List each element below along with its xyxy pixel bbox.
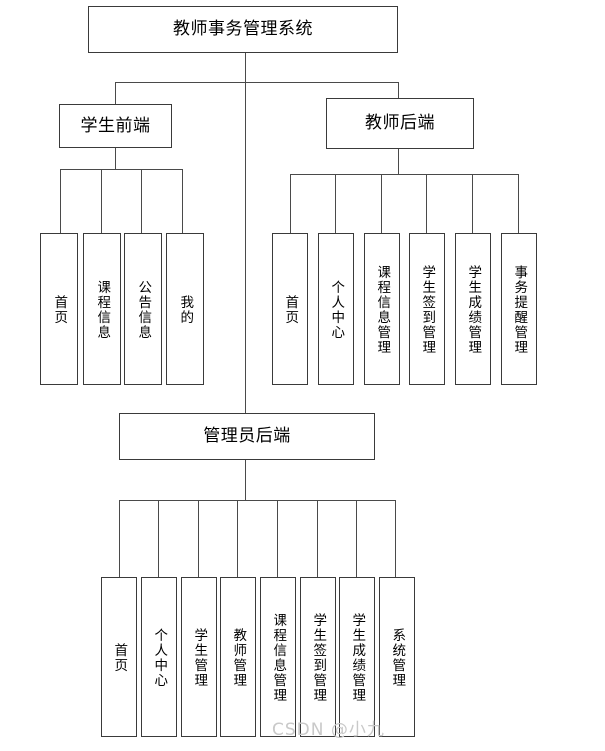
leaf-admin-4[interactable]: 课程信息管理: [260, 577, 296, 737]
connector-teacher-leaf-drop-1: [335, 174, 336, 233]
connector-root-drop: [245, 53, 246, 82]
leaf-admin-3[interactable]: 教师管理: [220, 577, 256, 737]
leaf-teacher-0[interactable]: 首页: [272, 233, 308, 385]
connector-admin-leaf-drop-0: [119, 500, 120, 577]
node-label: 学生签到管理: [419, 265, 436, 355]
node-label: 课程信息: [94, 280, 111, 340]
node-label: 系统管理: [389, 628, 406, 688]
connector-student-drop: [115, 148, 116, 169]
node-root-system[interactable]: 教师事务管理系统: [88, 6, 398, 53]
node-teacher-backend[interactable]: 教师后端: [326, 98, 474, 149]
node-label: 学生成绩管理: [465, 265, 482, 355]
leaf-teacher-2[interactable]: 课程信息管理: [364, 233, 400, 385]
connector-teacher-drop: [398, 149, 399, 174]
node-label: 首页: [51, 295, 68, 325]
node-label: 课程信息管理: [270, 613, 287, 703]
connector-teacher-leaf-drop-5: [518, 174, 519, 233]
connector-teacher-leaf-drop-3: [426, 174, 427, 233]
node-admin-backend[interactable]: 管理员后端: [119, 413, 375, 460]
connector-bus-drop-teacher: [398, 82, 399, 104]
node-label: 首页: [282, 295, 299, 325]
connector-admin-bus: [119, 500, 395, 501]
connector-teacher-bus: [290, 174, 518, 175]
connector-student-leaf-drop-2: [141, 169, 142, 233]
connector-admin-leaf-drop-5: [317, 500, 318, 577]
connector-admin-leaf-drop-1: [158, 500, 159, 577]
connector-admin-leaf-drop-3: [237, 500, 238, 577]
leaf-student-0[interactable]: 首页: [40, 233, 78, 385]
connector-admin-leaf-drop-7: [395, 500, 396, 577]
node-label: 教师后端: [365, 113, 435, 134]
leaf-student-3[interactable]: 我的: [166, 233, 204, 385]
node-label: 学生前端: [80, 115, 151, 136]
connector-student-leaf-drop-3: [182, 169, 183, 233]
node-label: 管理员后端: [203, 426, 291, 447]
connector-teacher-leaf-drop-2: [381, 174, 382, 233]
leaf-student-1[interactable]: 课程信息: [83, 233, 121, 385]
node-label: 学生签到管理: [310, 613, 327, 703]
connector-teacher-leaf-drop-0: [290, 174, 291, 233]
connector-admin-leaf-drop-2: [198, 500, 199, 577]
connector-student-leaf-drop-1: [101, 169, 102, 233]
leaf-teacher-5[interactable]: 事务提醒管理: [501, 233, 537, 385]
leaf-admin-5[interactable]: 学生签到管理: [300, 577, 336, 737]
node-label: 教师管理: [230, 628, 247, 688]
connector-bus-drop-admin: [245, 82, 246, 413]
node-label: 我的: [177, 295, 194, 325]
connector-teacher-leaf-drop-4: [472, 174, 473, 233]
leaf-admin-2[interactable]: 学生管理: [181, 577, 217, 737]
node-label: 课程信息管理: [374, 265, 391, 355]
connector-main-bus: [115, 82, 399, 83]
node-label: 教师事务管理系统: [173, 19, 313, 40]
leaf-student-2[interactable]: 公告信息: [124, 233, 162, 385]
connector-admin-drop: [245, 460, 246, 500]
node-label: 事务提醒管理: [511, 265, 528, 355]
leaf-teacher-4[interactable]: 学生成绩管理: [455, 233, 491, 385]
node-label: 个人中心: [328, 280, 345, 340]
node-label: 公告信息: [135, 280, 152, 340]
leaf-admin-7[interactable]: 系统管理: [379, 577, 415, 737]
leaf-admin-1[interactable]: 个人中心: [141, 577, 177, 737]
node-label: 学生管理: [191, 628, 208, 688]
leaf-admin-0[interactable]: 首页: [101, 577, 137, 737]
leaf-teacher-3[interactable]: 学生签到管理: [409, 233, 445, 385]
leaf-teacher-1[interactable]: 个人中心: [318, 233, 354, 385]
connector-admin-leaf-drop-6: [356, 500, 357, 577]
node-label: 学生成绩管理: [349, 613, 366, 703]
connector-bus-drop-student: [115, 82, 116, 104]
leaf-admin-6[interactable]: 学生成绩管理: [339, 577, 375, 737]
node-label: 首页: [111, 643, 128, 673]
connector-student-bus: [60, 169, 182, 170]
connector-student-leaf-drop-0: [60, 169, 61, 233]
node-student-frontend[interactable]: 学生前端: [59, 104, 172, 148]
connector-admin-leaf-drop-4: [277, 500, 278, 577]
node-label: 个人中心: [151, 628, 168, 688]
